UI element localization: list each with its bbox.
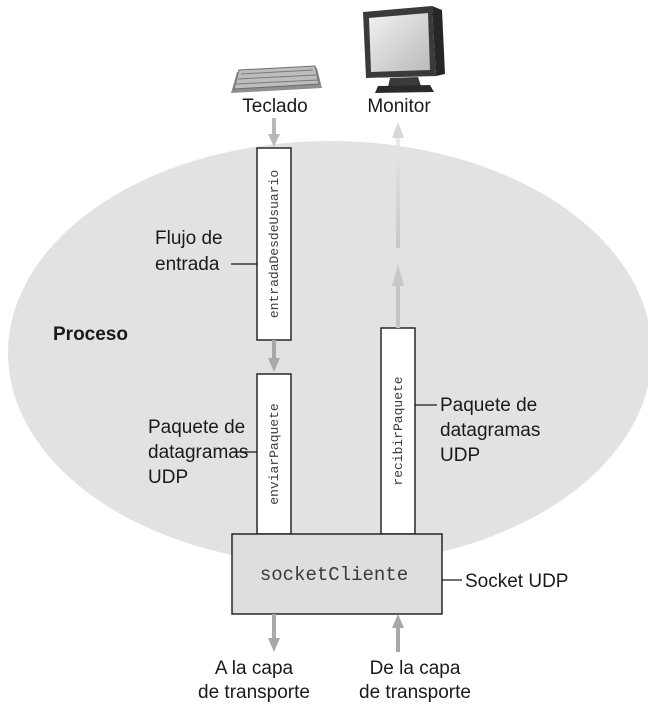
from-transport-line2: de transporte: [359, 682, 471, 703]
send-packet-box: [256, 373, 292, 535]
packet-left-line1: Paquete de: [148, 417, 245, 438]
from-transport-line1: De la capa: [370, 658, 461, 679]
arrow-receive-to-monitor: [392, 122, 404, 328]
input-stream-box-label: entradaDesdeUsuario: [267, 170, 282, 318]
packet-right-line2: datagramas: [440, 420, 540, 441]
client-socket-label: socketCliente: [260, 564, 408, 586]
to-transport-line1: A la capa: [215, 658, 294, 679]
keyboard-label: Teclado: [242, 96, 308, 117]
input-stream-label-line1: Flujo de: [155, 228, 223, 249]
packet-left-line2: datagramas: [148, 442, 248, 463]
receive-packet-box-label: recibirPaquete: [391, 376, 406, 485]
client-socket-box: [231, 533, 443, 615]
arrow-from-transport: [392, 614, 404, 652]
input-stream-box: [256, 147, 292, 341]
arrow-to-transport: [268, 614, 280, 652]
arrow-keyboard-to-input: [268, 118, 280, 147]
to-transport-line2: de transporte: [198, 682, 310, 703]
arrow-input-to-send: [268, 340, 280, 372]
process-ellipse: [8, 141, 648, 565]
keyboard-icon: [231, 65, 322, 93]
monitor-label: Monitor: [367, 96, 431, 117]
packet-right-line1: Paquete de: [440, 395, 537, 416]
process-label: Proceso: [53, 324, 128, 345]
send-packet-box-label: enviarPaquete: [267, 403, 282, 504]
socket-label: Socket UDP: [465, 571, 568, 592]
monitor-icon: [363, 6, 445, 93]
packet-left-line3: UDP: [148, 467, 188, 488]
packet-right-line3: UDP: [440, 445, 480, 466]
input-stream-label-line2: entrada: [155, 254, 220, 275]
